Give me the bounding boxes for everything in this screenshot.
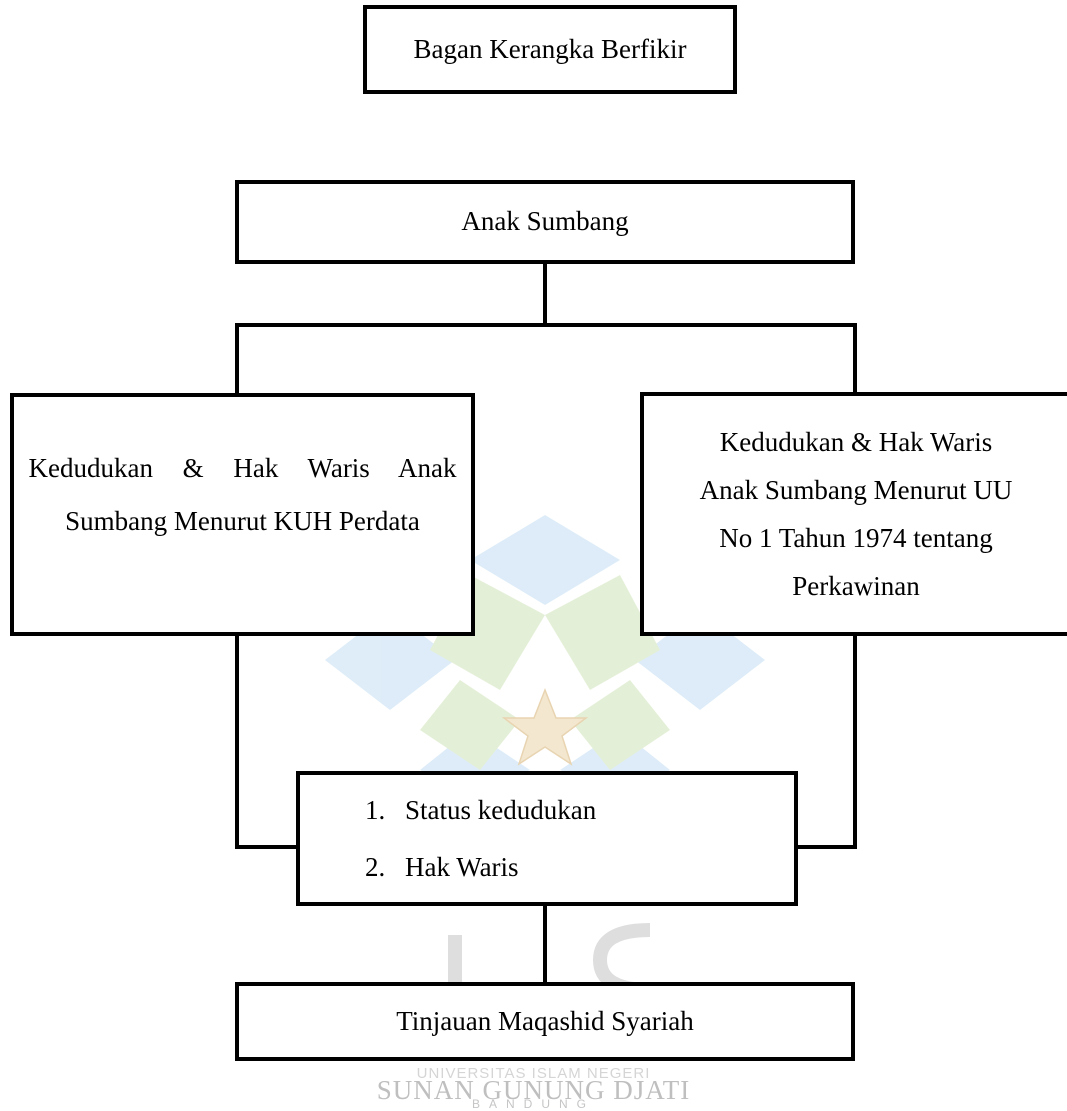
root-node-box: Anak Sumbang: [235, 180, 855, 264]
analysis-list: 1. Status kedudukan 2. Hak Waris: [300, 782, 596, 896]
watermark-university-line: UNIVERSITAS ISLAM NEGERI: [416, 1065, 651, 1082]
logo-green-diamond: [570, 680, 670, 770]
analysis-list-item: 2. Hak Waris: [365, 839, 596, 896]
conclusion-box: Tinjauan Maqashid Syariah: [235, 982, 855, 1061]
right-branch-box: Kedudukan & Hak Waris Anak Sumbang Menur…: [640, 392, 1067, 636]
right-branch-line: Kedudukan & Hak Waris: [719, 426, 993, 457]
left-branch-label: Kedudukan & Hak Waris Anak Sumbang Menur…: [28, 452, 457, 536]
right-branch-line: Perkawinan: [792, 571, 920, 602]
analysis-item-number: 2.: [365, 851, 386, 882]
analysis-item-number: 1.: [365, 794, 386, 825]
diagram-title: Bagan Kerangka Berfikir: [413, 33, 687, 64]
analysis-item-label: Status kedudukan: [405, 794, 597, 825]
watermark-city: BANDUNG: [471, 1097, 595, 1111]
analysis-list-item: 1. Status kedudukan: [365, 782, 596, 839]
right-branch-line: Anak Sumbang Menurut UU: [699, 474, 1013, 505]
left-branch-box: Kedudukan & Hak Waris Anak Sumbang Menur…: [10, 393, 475, 636]
right-branch-text: Kedudukan & Hak Waris Anak Sumbang Menur…: [700, 418, 1013, 610]
watermark-university-name: SUNAN GUNUNG DJATI: [376, 1075, 691, 1105]
logo-star: [501, 687, 589, 766]
analysis-item-label: Hak Waris: [405, 851, 519, 882]
diagram-title-box: Bagan Kerangka Berfikir: [363, 5, 737, 94]
analysis-box: 1. Status kedudukan 2. Hak Waris: [296, 771, 798, 906]
conclusion-label: Tinjauan Maqashid Syariah: [396, 1005, 694, 1036]
logo-green-diamond: [420, 680, 520, 770]
root-node-label: Anak Sumbang: [461, 206, 629, 237]
right-branch-line: No 1 Tahun 1974 tentang: [719, 523, 993, 553]
logo-green-diamond: [545, 575, 660, 690]
logo-blue-diamond: [470, 515, 620, 605]
